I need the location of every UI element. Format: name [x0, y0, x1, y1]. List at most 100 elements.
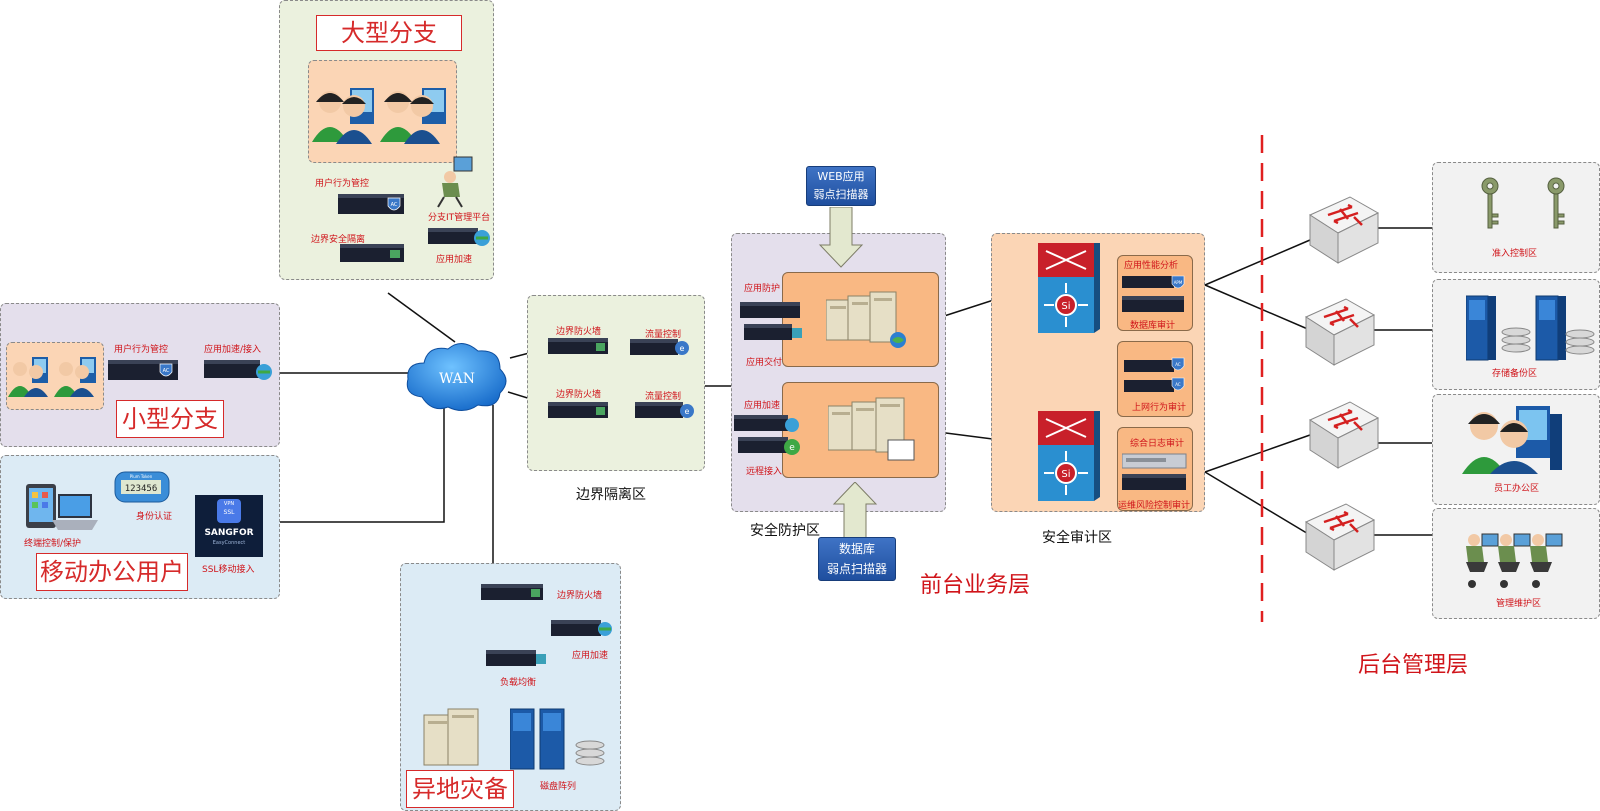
dr-firewall-label: 边界防火墙 [557, 591, 603, 601]
web-scanner-line1: WEB应用 [817, 170, 865, 183]
border-flow2-label: 流量控制 [645, 392, 682, 402]
switch-2-icon [1304, 298, 1376, 366]
mgmt-zone-label: 管理维护区 [1496, 599, 1542, 609]
app-protect-appliances-icon [740, 302, 802, 340]
sangfor-sub: EasyConnect [212, 540, 246, 546]
vpn-badge: VPN [223, 501, 235, 507]
border-flow2-icon: e [635, 402, 694, 418]
core-switch-1-icon: Si [1038, 243, 1100, 333]
small-accel-appliance-icon [204, 360, 272, 380]
ops-risk-label: 运维风险控制审计 [1118, 501, 1191, 511]
dr-disk-label: 磁盘阵列 [540, 782, 577, 792]
log-audit-area [1117, 427, 1193, 511]
mobile-users-title: 移动办公用户 [36, 553, 188, 591]
it-admin-icon [437, 156, 473, 208]
server-group-2-icon [828, 397, 915, 461]
mobile-devices-icon [26, 484, 98, 530]
dr-servers-icon [423, 708, 479, 766]
switch-4-icon [1304, 503, 1376, 571]
security-zone-label: 安全防护区 [750, 523, 820, 539]
token-code: 123456 [125, 484, 158, 494]
audit-zone-label: 安全审计区 [1042, 530, 1112, 546]
web-behavior-label: 上网行为审计 [1132, 403, 1187, 413]
perf-audit-area [1117, 255, 1193, 331]
large-app-accel-label: 应用加速 [436, 255, 473, 265]
dr-title: 异地灾备 [406, 770, 514, 808]
border-fw1-label: 边界防火墙 [556, 327, 602, 337]
wan-cloud-icon: WAN [406, 343, 507, 411]
small-user-behavior-label: 用户行为管控 [114, 345, 169, 355]
svg-text:e: e [789, 443, 795, 453]
svg-text:Si: Si [1061, 301, 1070, 312]
border-flow1-icon: e [630, 339, 689, 355]
svg-text:AC: AC [1175, 382, 1181, 387]
dr-accel-label: 应用加速 [572, 651, 609, 661]
switch-3-icon [1308, 401, 1380, 469]
app-accel-label: 应用加速 [744, 401, 781, 411]
db-audit-label: 数据库审计 [1130, 321, 1176, 331]
access-zone-label: 准入控制区 [1492, 249, 1538, 259]
border-flow1-label: 流量控制 [645, 330, 682, 340]
sangfor-logo: VPN SSL SANGFOR EasyConnect [195, 495, 263, 557]
db-scanner-arrow [832, 482, 878, 538]
wan-label: WAN [439, 371, 475, 387]
small-app-accel-label: 应用加速/接入 [204, 345, 262, 355]
access-control-zone [1432, 162, 1600, 273]
border-isolation-zone [527, 295, 705, 471]
core-switch-2-icon: Si [1038, 411, 1100, 501]
storage-zone-label: 存储备份区 [1492, 369, 1538, 379]
db-scanner-line1: 数据库 [838, 542, 875, 556]
svg-text:AC: AC [1175, 362, 1181, 367]
large-border-isolation-label: 边界安全隔离 [311, 235, 366, 245]
remote-access-label: 远程接入 [746, 467, 783, 477]
svg-text:Si: Si [1061, 469, 1070, 480]
svg-text:APM: APM [1174, 280, 1183, 285]
dr-accel-icon [551, 620, 612, 636]
app-protect-label: 应用防护 [744, 284, 781, 294]
apm-appliances-icon: APM [1122, 275, 1185, 312]
mobile-terminal-label: 终端控制/保护 [24, 539, 82, 549]
keys-icon [1481, 177, 1565, 229]
firewall-appliance-icon [340, 244, 404, 262]
perf-label: 应用性能分析 [1124, 261, 1179, 271]
small-ac-appliance-icon: AC [108, 360, 178, 380]
web-scanner-line2: 弱点扫描器 [813, 188, 869, 201]
token-icon: 123456 Plum Token [114, 471, 170, 503]
storage-servers-icon [1466, 295, 1595, 361]
operators-icon [1466, 533, 1563, 588]
dr-loadbalance-icon [486, 650, 546, 666]
staff-users-icon [1462, 406, 1562, 474]
large-it-platform-label: 分支IT管理平台 [428, 213, 491, 223]
disaster-recovery-zone [400, 563, 621, 811]
small-users-icon [8, 357, 96, 397]
users-group-icon [312, 88, 446, 144]
border-fw2-icon [548, 402, 608, 418]
web-scanner-arrow [818, 207, 864, 268]
server-group-icon [826, 291, 906, 348]
svg-text:e: e [685, 407, 690, 416]
db-scanner-line2: 弱点扫描器 [826, 562, 887, 576]
dr-firewall-icon [481, 584, 543, 600]
log-audit-appliances-icon [1122, 453, 1187, 490]
mobile-ssl-label: SSL移动接入 [202, 565, 255, 575]
ac-appliance-icon: AC [338, 194, 404, 214]
svg-text:AC: AC [391, 202, 398, 208]
border-fw1-icon [548, 338, 608, 354]
token-label: Plum Token [130, 474, 153, 479]
accel-appliance-icon [428, 228, 490, 246]
remote-access-appliances-icon: e [734, 415, 800, 455]
web-scanner-box: WEB应用 弱点扫描器 [806, 166, 876, 206]
front-layer-label: 前台业务层 [920, 573, 1031, 598]
mobile-auth-label: 身份认证 [136, 512, 173, 522]
ssl-badge: SSL [223, 509, 235, 516]
app-delivery-label: 应用交付 [746, 358, 783, 368]
large-branch-title: 大型分支 [316, 15, 462, 51]
border-zone-label: 边界隔离区 [576, 487, 646, 503]
svg-text:AC: AC [163, 368, 170, 374]
border-fw2-label: 边界防火墙 [556, 390, 602, 400]
small-branch-title: 小型分支 [116, 400, 224, 438]
web-behavior-appliances-icon: AC AC [1124, 357, 1185, 392]
sangfor-brand: SANGFOR [204, 528, 254, 538]
dr-loadbalance-label: 负载均衡 [500, 678, 537, 688]
svg-text:e: e [680, 344, 685, 353]
